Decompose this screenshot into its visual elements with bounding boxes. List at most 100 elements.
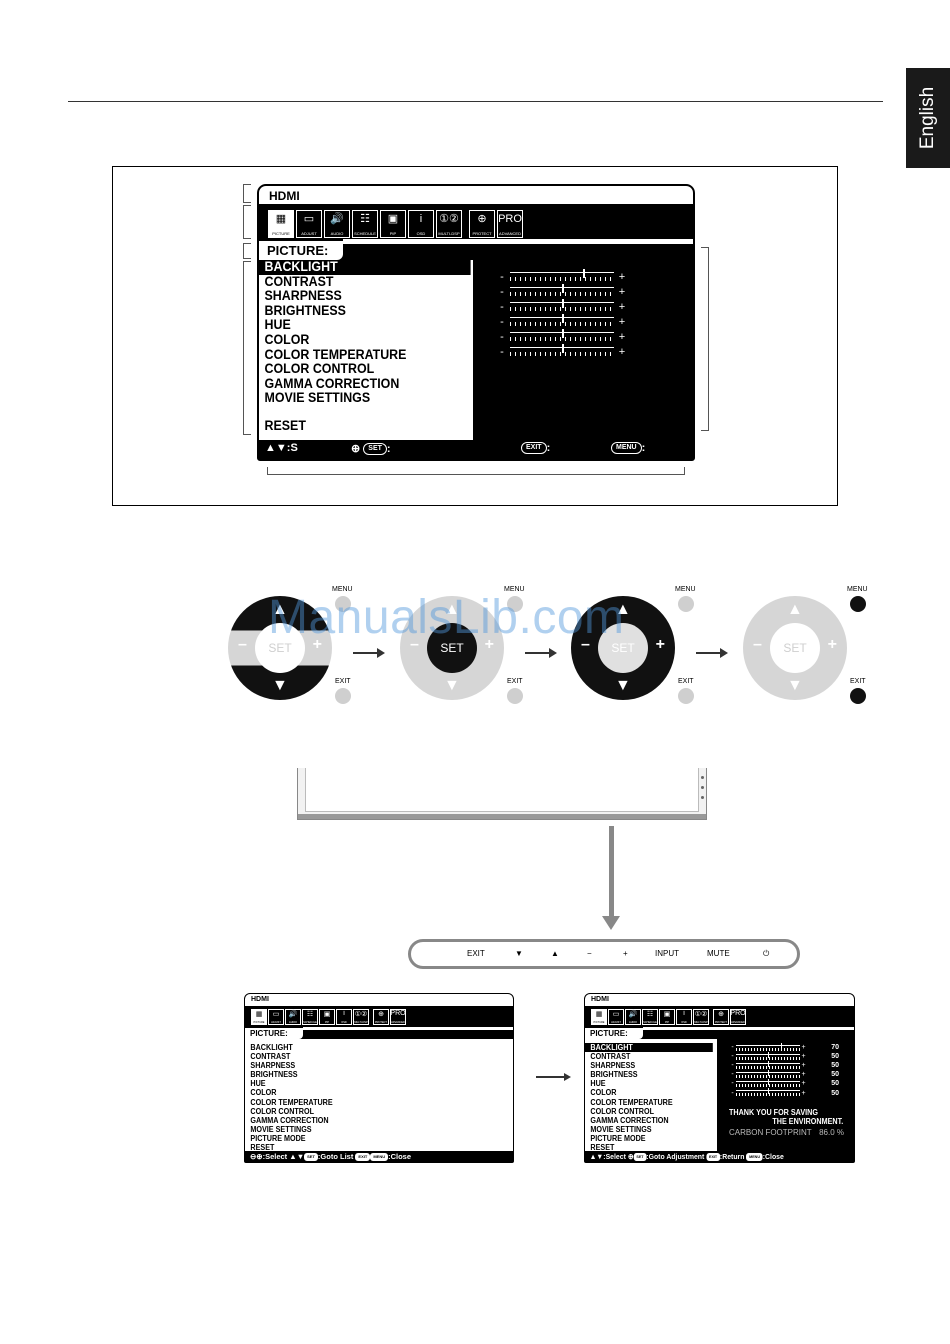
slider-row[interactable]: -+ — [496, 314, 693, 329]
menu-item[interactable]: CONTRAST — [250, 1052, 291, 1062]
menu-item[interactable]: COLOR — [590, 1088, 617, 1098]
menu-item[interactable]: BRIGHTNESS — [250, 1070, 298, 1080]
menu-item[interactable]: COLOR TEMPERATURE — [250, 1097, 333, 1107]
menu-button[interactable] — [507, 596, 523, 612]
menu-item[interactable]: HUE — [590, 1079, 606, 1089]
menu-item[interactable]: BRIGHTNESS — [264, 302, 346, 318]
menu-item[interactable]: GAMMA CORRECTION — [590, 1115, 669, 1125]
slider-knob[interactable] — [768, 1060, 769, 1067]
slider-row[interactable]: -+50 — [729, 1078, 854, 1088]
panel-button[interactable]: ⏻ — [763, 949, 770, 958]
menu-item[interactable]: GAMMA CORRECTION — [264, 375, 400, 391]
menu-button[interactable] — [850, 596, 866, 612]
slider-knob[interactable] — [562, 314, 564, 323]
slider-row[interactable]: -+50 — [729, 1069, 854, 1079]
osd-tab-picture[interactable]: ▦PICTURE — [268, 210, 294, 238]
exit-button[interactable] — [335, 688, 351, 704]
slider-knob[interactable] — [768, 1078, 769, 1085]
menu-item[interactable]: SHARPNESS — [250, 1061, 296, 1071]
osd-tab-pip[interactable]: ▣PIP — [380, 210, 406, 238]
slider-knob[interactable] — [768, 1069, 769, 1076]
remote-dpad[interactable]: ▲▼–+SET — [228, 596, 332, 700]
menu-item[interactable]: PICTURE MODE — [250, 1133, 306, 1143]
up-arrow-icon[interactable]: ▲ — [272, 601, 288, 618]
menu-item[interactable]: MOVIE SETTINGS — [250, 1124, 312, 1134]
exit-button[interactable] — [850, 688, 866, 704]
slider-row[interactable]: -+ — [496, 269, 693, 284]
up-arrow-icon[interactable]: ▲ — [615, 601, 631, 618]
down-arrow-icon[interactable]: ▼ — [615, 677, 631, 694]
osd-tab-protect[interactable]: ⊕PROTECT — [373, 1009, 389, 1025]
reset-item[interactable]: RESET — [264, 417, 306, 433]
remote-dpad[interactable]: ▲ ▼ – + SET — [571, 596, 675, 700]
slider-row[interactable]: -+50 — [729, 1060, 854, 1070]
remote-dpad[interactable]: ▲▼–+SET — [400, 596, 504, 700]
panel-button[interactable]: + — [623, 949, 628, 958]
plus-icon[interactable]: + — [655, 636, 665, 653]
set-button[interactable]: SET — [427, 623, 477, 673]
minus-icon[interactable]: – — [581, 636, 590, 653]
panel-button[interactable]: INPUT — [655, 949, 679, 958]
slider-knob[interactable] — [582, 269, 585, 278]
remote-dpad[interactable]: ▲▼–+SET — [743, 596, 847, 700]
menu-item[interactable]: SHARPNESS — [264, 288, 342, 304]
osd-tab-protect[interactable]: ⊕PROTECT — [469, 210, 495, 238]
slider-track[interactable] — [736, 1042, 800, 1051]
osd-tab-audio[interactable]: 🔊AUDIO — [324, 210, 350, 238]
menu-item[interactable]: RESET — [590, 1143, 615, 1153]
panel-button[interactable]: − — [587, 949, 592, 958]
menu-item[interactable]: BRIGHTNESS — [590, 1070, 638, 1080]
slider-knob[interactable] — [562, 344, 564, 353]
slider-track[interactable] — [736, 1060, 800, 1069]
slider-track[interactable] — [736, 1051, 800, 1060]
menu-item[interactable]: MOVIE SETTINGS — [264, 390, 371, 406]
slider-row[interactable]: -+ — [496, 299, 693, 314]
menu-item[interactable]: SHARPNESS — [590, 1061, 636, 1071]
menu-item[interactable]: CONTRAST — [264, 273, 334, 289]
osd-tab-protect[interactable]: ⊕PROTECT — [713, 1009, 729, 1025]
down-arrow-icon[interactable]: ▼ — [272, 677, 288, 694]
panel-button[interactable]: ▼ — [515, 949, 523, 958]
exit-button[interactable] — [678, 688, 694, 704]
menu-item[interactable]: GAMMA CORRECTION — [250, 1115, 329, 1125]
slider-track[interactable] — [510, 269, 614, 281]
menu-item[interactable]: COLOR TEMPERATURE — [590, 1097, 673, 1107]
minus-icon[interactable]: – — [753, 636, 762, 653]
menu-item[interactable]: HUE — [250, 1079, 266, 1089]
slider-row[interactable]: -+50 — [729, 1088, 854, 1097]
menu-item[interactable]: COLOR TEMPERATURE — [264, 346, 407, 362]
menu-item[interactable]: COLOR — [250, 1088, 277, 1098]
menu-item[interactable]: COLOR CONTROL — [590, 1106, 655, 1116]
menu-button[interactable] — [678, 596, 694, 612]
minus-icon[interactable]: – — [238, 636, 247, 653]
slider-track[interactable] — [510, 299, 614, 311]
menu-item[interactable]: PICTURE MODE — [590, 1133, 646, 1143]
panel-button[interactable]: MUTE — [707, 949, 730, 958]
slider-track[interactable] — [736, 1088, 800, 1097]
set-button[interactable]: SET — [598, 623, 648, 673]
osd-tab-adjust[interactable]: ▭ADJUST — [608, 1009, 624, 1025]
osd-tab-audio[interactable]: 🔊AUDIO — [285, 1009, 301, 1025]
menu-item[interactable]: CONTRAST — [590, 1052, 631, 1062]
slider-track[interactable] — [510, 344, 614, 356]
slider-track[interactable] — [510, 314, 614, 326]
osd-tab-picture[interactable]: ▦PICTURE — [591, 1009, 607, 1025]
slider-knob[interactable] — [562, 329, 564, 338]
up-arrow-icon[interactable]: ▲ — [444, 601, 460, 618]
plus-icon[interactable]: + — [312, 636, 322, 653]
slider-knob[interactable] — [768, 1051, 769, 1058]
menu-item[interactable]: BACKLIGHT — [250, 1043, 293, 1052]
osd-tab-picture[interactable]: ▦PICTURE — [251, 1009, 267, 1025]
plus-icon[interactable]: + — [827, 636, 837, 653]
menu-item[interactable]: COLOR — [264, 331, 310, 347]
menu-button[interactable] — [335, 596, 351, 612]
slider-row[interactable]: -+50 — [729, 1051, 854, 1061]
menu-item[interactable]: HUE — [264, 317, 291, 333]
menu-item[interactable]: RESET — [250, 1143, 275, 1153]
